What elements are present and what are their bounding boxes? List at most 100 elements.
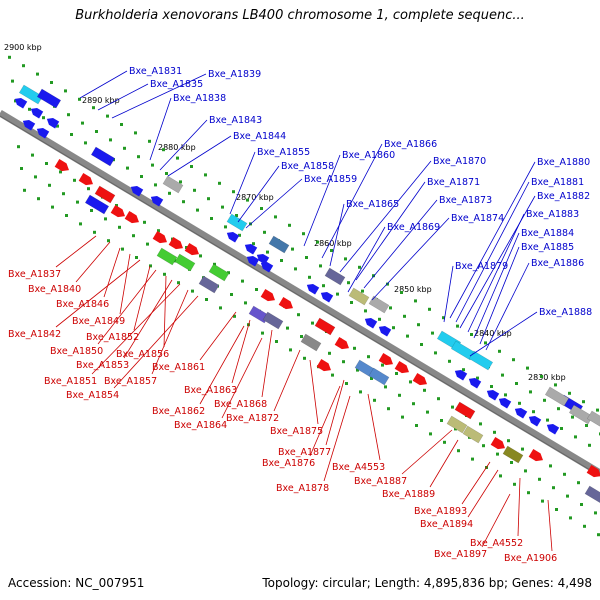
forward-gene-label: Bxe_A1883 (526, 209, 579, 220)
track-tick (342, 360, 345, 364)
track-tick (440, 419, 443, 422)
track-tick (45, 162, 48, 165)
forward-leader-line (443, 265, 454, 323)
reverse-gene-label: Bxe_A1853 (76, 360, 129, 371)
forward-gene-arrow (226, 231, 240, 243)
reverse-gene-arrow (490, 437, 506, 450)
reverse-leader-line (75, 241, 111, 283)
track-tick (401, 415, 404, 419)
track-tick (179, 180, 182, 184)
reverse-gene-label: Bxe_A1876 (262, 458, 315, 469)
reverse-gene-arrow (78, 173, 94, 186)
track-tick (165, 172, 168, 175)
track-tick (372, 274, 375, 278)
track-tick (56, 124, 59, 128)
track-tick (482, 444, 485, 448)
track-tick (31, 153, 34, 157)
forward-leader-line (303, 154, 341, 247)
track-tick (588, 443, 591, 447)
track-tick (154, 183, 157, 187)
forward-gene-arrow (22, 119, 36, 131)
track-tick (22, 64, 25, 68)
reverse-gene-label: Bxe_A1877 (278, 447, 331, 458)
track-tick (246, 198, 249, 202)
reverse-gene-label: Bxe_A1840 (28, 284, 81, 295)
track-tick (266, 250, 269, 254)
reverse-gene-arrow (334, 337, 350, 350)
track-tick (227, 271, 230, 275)
track-tick (126, 166, 129, 170)
forward-gene-arrow (528, 415, 542, 427)
reverse-gene-arrow (110, 205, 126, 218)
reverse-gene-block (368, 295, 390, 314)
track-tick (319, 264, 322, 268)
track-tick (191, 289, 194, 293)
reverse-gene-block (208, 263, 230, 282)
forward-gene-label: Bxe_A1881 (531, 177, 584, 188)
track-tick (582, 400, 585, 404)
track-tick (193, 188, 196, 192)
track-tick (182, 200, 185, 204)
track-tick (554, 383, 557, 387)
track-tick (205, 298, 208, 301)
forward-gene-arrow (498, 397, 512, 409)
reverse-leader-line (151, 289, 189, 375)
track-tick (381, 363, 384, 367)
forward-gene-arrow (256, 253, 270, 265)
reverse-gene-label: Bxe_A1887 (354, 476, 407, 487)
track-tick (36, 72, 39, 76)
forward-leader-line (97, 83, 149, 111)
reverse-gene-arrow (412, 373, 428, 386)
reverse-gene-arrow (168, 237, 184, 250)
track-tick (527, 491, 530, 495)
track-tick (168, 191, 171, 195)
track-tick (305, 256, 308, 259)
track-tick (583, 524, 586, 528)
track-tick (241, 279, 244, 283)
forward-gene-label: Bxe_A1873 (439, 195, 492, 206)
track-tick (540, 375, 543, 378)
track-tick (555, 508, 558, 511)
track-tick (135, 256, 138, 259)
track-tick (490, 385, 493, 388)
track-tick (479, 422, 482, 426)
track-tick (353, 346, 356, 350)
reverse-gene-block (226, 213, 248, 232)
track-tick (524, 469, 527, 473)
track-tick (14, 99, 17, 103)
forward-leader-line (449, 161, 536, 319)
track-tick (476, 376, 479, 380)
reverse-gene-block (314, 317, 336, 336)
reverse-leader-line (199, 325, 245, 405)
track-tick (549, 464, 552, 468)
track-tick (403, 314, 406, 318)
track-tick (51, 205, 54, 209)
track-tick (350, 301, 353, 304)
forward-gene-block (18, 84, 44, 105)
forward-gene-arrow (36, 127, 50, 139)
track-tick (529, 390, 532, 394)
forward-gene-block (586, 410, 600, 431)
track-tick (330, 249, 333, 252)
reverse-gene-arrow (124, 211, 140, 224)
track-tick (409, 380, 412, 384)
track-tick (431, 331, 434, 335)
map-title: Burkholderia xenovorans LB400 chromosome… (75, 8, 525, 23)
forward-leader-line (479, 246, 520, 345)
reverse-gene-block (502, 445, 524, 464)
track-tick (81, 121, 84, 125)
track-tick (585, 424, 588, 427)
track-tick (470, 333, 473, 336)
forward-leader-line (363, 199, 438, 289)
reverse-leader-line (123, 279, 173, 359)
reverse-gene-arrow (184, 243, 200, 256)
track-tick (434, 351, 437, 355)
forward-leader-line (469, 311, 538, 357)
track-tick (574, 435, 577, 439)
track-tick (428, 307, 431, 311)
track-tick (65, 214, 68, 217)
forward-gene-arrow (320, 291, 334, 303)
track-tick (140, 175, 143, 178)
reverse-leader-line (273, 349, 301, 412)
forward-gene-label: Bxe_A1859 (304, 174, 357, 185)
